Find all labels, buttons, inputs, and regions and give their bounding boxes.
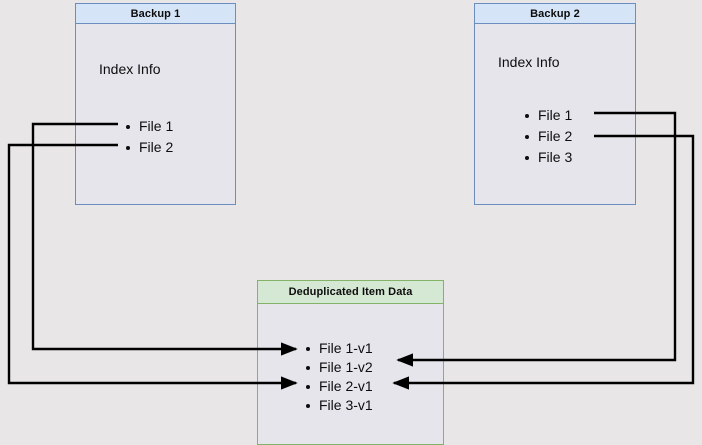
backup2-box[interactable]: Backup 2 Index Info File 1 File 2 File 3 — [474, 3, 636, 205]
backup2-file-list: File 1 File 2 File 3 — [524, 105, 572, 168]
dedup-title: Deduplicated Item Data — [258, 281, 443, 304]
backup1-box[interactable]: Backup 1 Index Info File 1 File 2 — [75, 3, 236, 205]
dedup-item[interactable]: File 1-v2 — [305, 358, 373, 377]
dedup-item[interactable]: File 3-v1 — [305, 396, 373, 415]
deduplicated-item-data-box[interactable]: Deduplicated Item Data File 1-v1 File 1-… — [257, 280, 444, 445]
backup1-file-list: File 1 File 2 — [125, 116, 173, 158]
backup1-file-item[interactable]: File 2 — [125, 137, 173, 158]
backup2-title: Backup 2 — [475, 4, 635, 24]
backup1-index-info-label: Index Info — [99, 61, 161, 77]
backup2-file-item[interactable]: File 1 — [524, 105, 572, 126]
dedup-item[interactable]: File 2-v1 — [305, 377, 373, 396]
backup2-file-item[interactable]: File 2 — [524, 126, 572, 147]
dedup-item-list: File 1-v1 File 1-v2 File 2-v1 File 3-v1 — [305, 339, 373, 415]
backup2-file-item[interactable]: File 3 — [524, 147, 572, 168]
backup2-index-info-label: Index Info — [498, 54, 560, 70]
dedup-item[interactable]: File 1-v1 — [305, 339, 373, 358]
backup1-file-item[interactable]: File 1 — [125, 116, 173, 137]
backup1-title: Backup 1 — [76, 4, 235, 24]
